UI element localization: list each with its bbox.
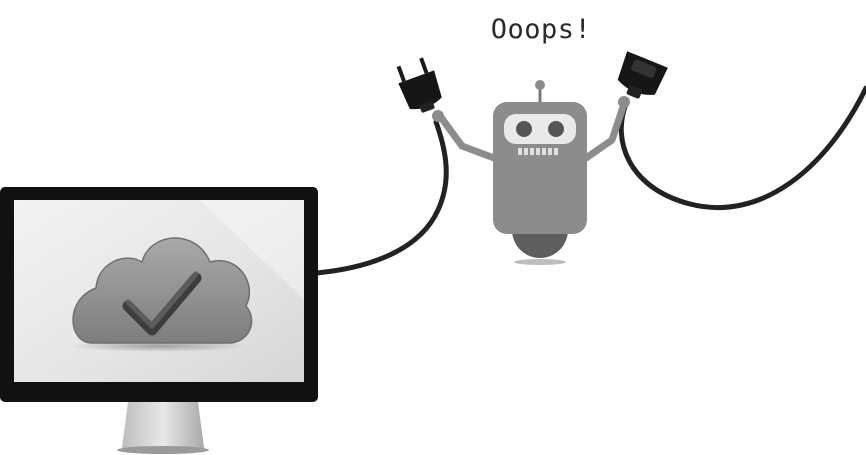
monitor-stand-base	[117, 446, 209, 454]
robot-wheel	[512, 230, 568, 258]
monitor-cable	[313, 119, 449, 276]
cables	[313, 85, 866, 276]
power-plug-icon	[396, 57, 442, 113]
power-socket-icon	[617, 51, 668, 99]
robot-left-arm	[436, 112, 498, 162]
wall-cable	[618, 85, 866, 211]
robot-left-eye	[516, 121, 532, 137]
error-headline: Ooops!	[490, 14, 592, 45]
monitor	[0, 187, 318, 454]
cloud-check-icon	[68, 237, 253, 352]
robot-left-hand	[432, 110, 444, 122]
robot-right-hand	[618, 96, 630, 108]
robot-mouth	[517, 148, 563, 156]
robot	[432, 80, 630, 265]
monitor-stand	[122, 402, 204, 448]
screen-glare	[200, 200, 304, 300]
robot-right-arm	[582, 100, 628, 162]
robot-antenna	[535, 80, 545, 90]
robot-right-eye	[548, 121, 564, 137]
